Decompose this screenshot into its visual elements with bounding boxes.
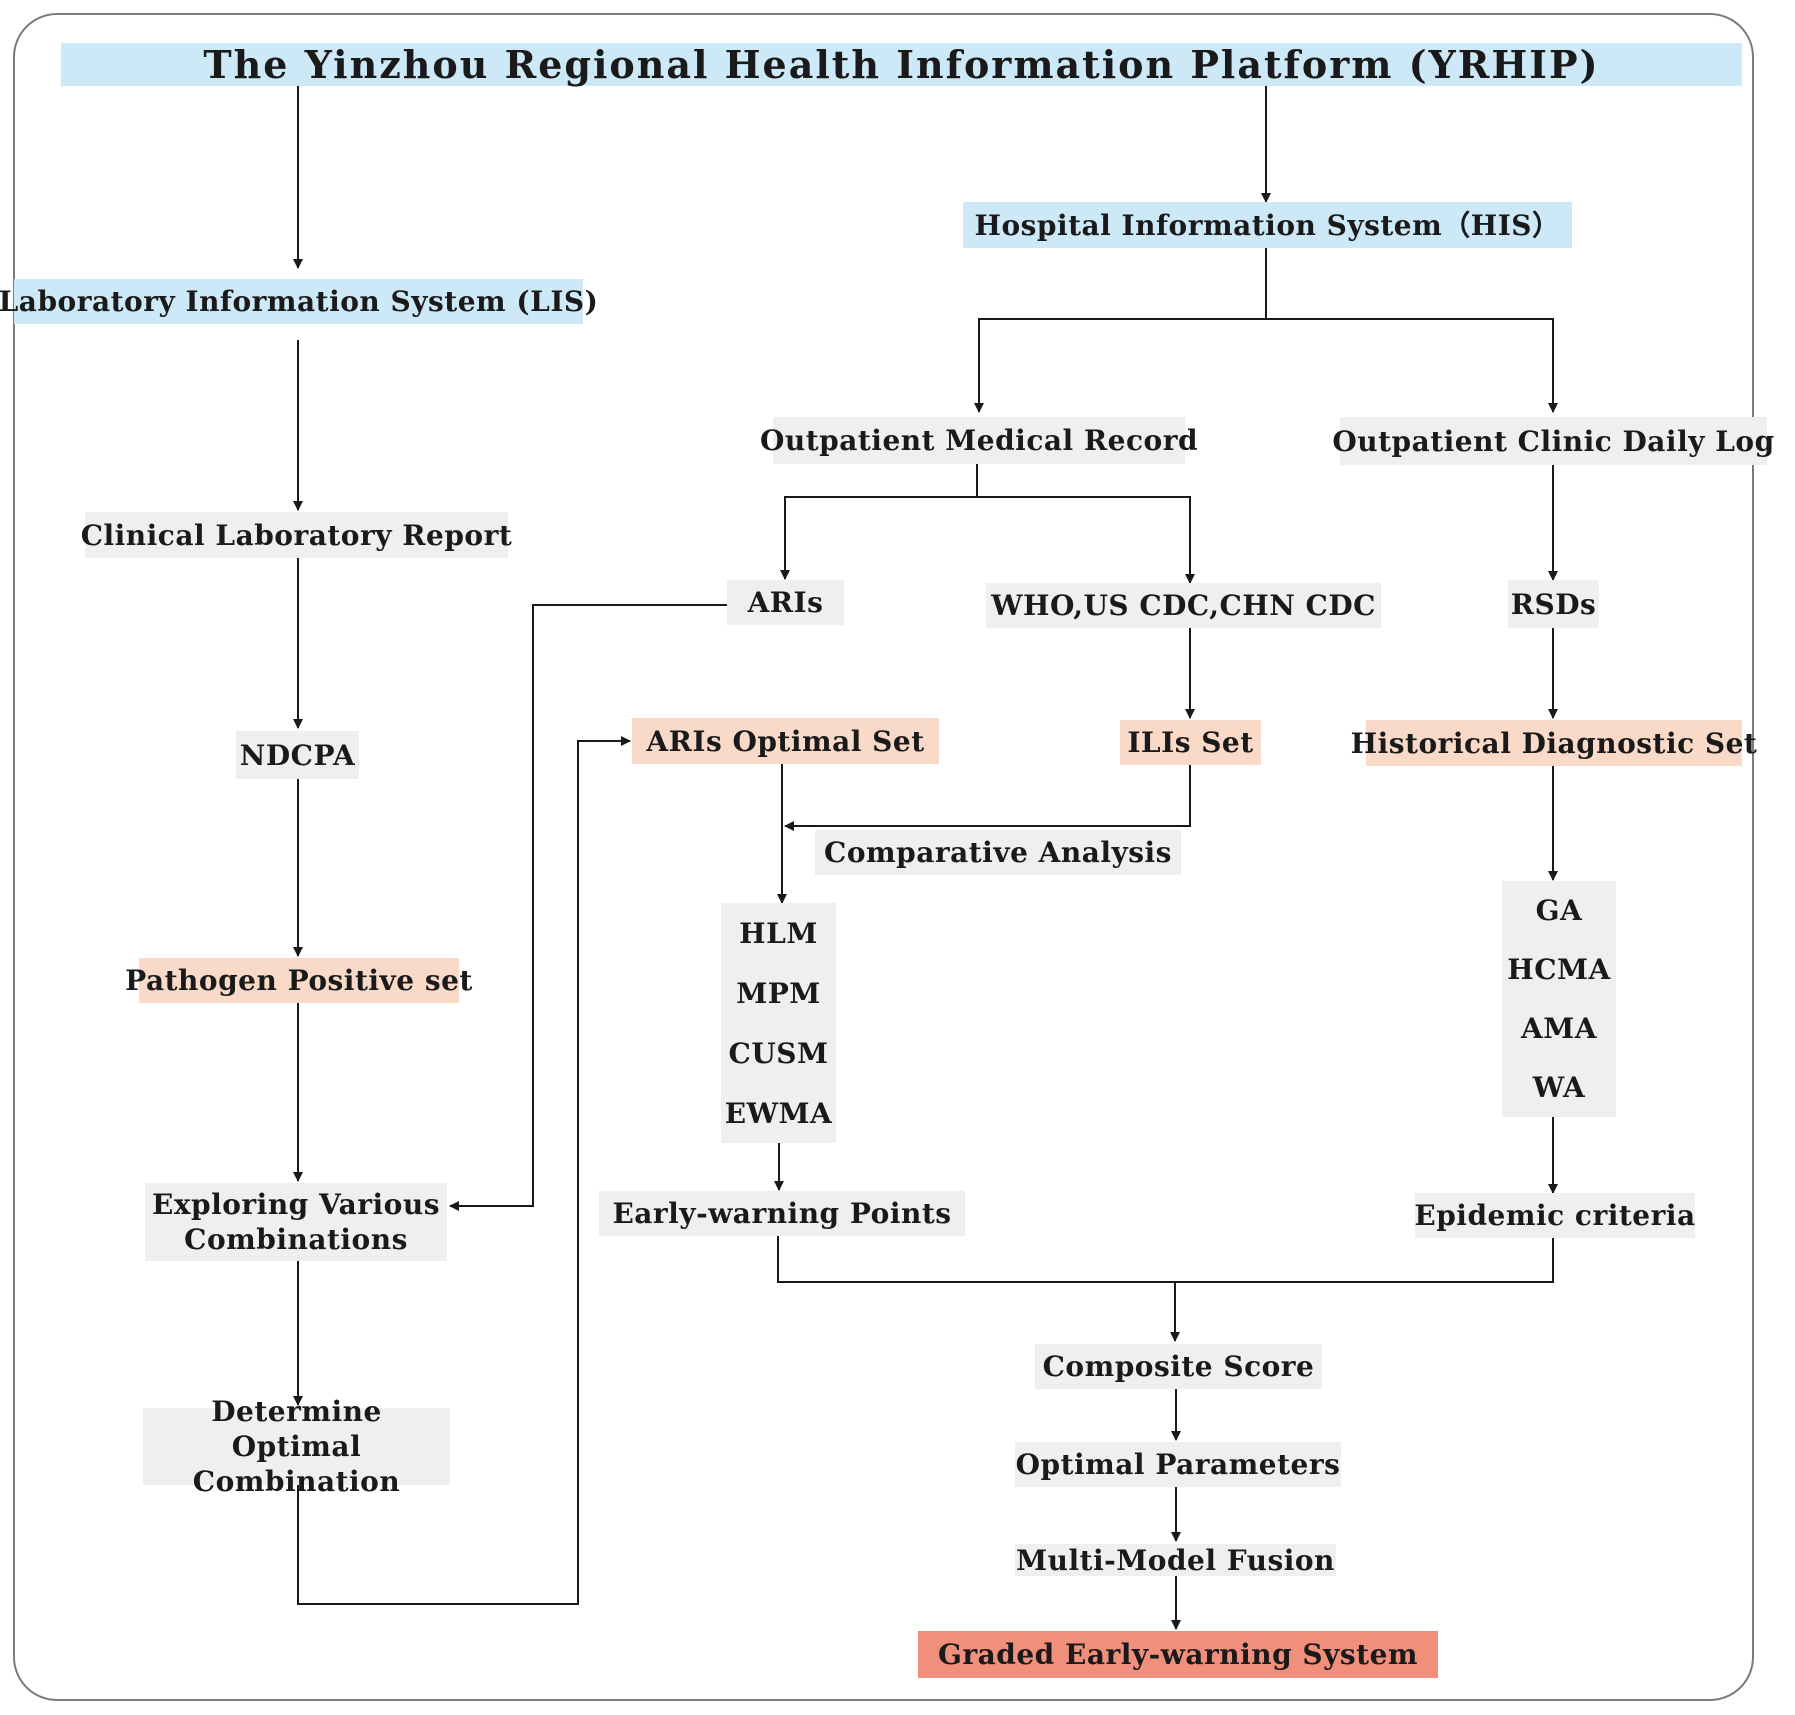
historical-diagnostic-set: Historical Diagnostic Set [1351, 720, 1757, 766]
platform-title: The Yinzhou Regional Health Information … [61, 42, 1742, 87]
model-hlm: HLM [739, 916, 818, 950]
determine-line-1: Determine Optimal [211, 1395, 382, 1463]
pathogen-positive-set: Pathogen Positive set [125, 958, 472, 1003]
ndcpa: NDCPA [236, 731, 359, 779]
model-ga: GA [1535, 894, 1583, 927]
aris: ARIs [727, 580, 844, 625]
models-left-list: HLM MPM CUSM EWMA [721, 903, 836, 1143]
arrow-determine-arisoptimal [297, 736, 631, 1605]
arrow-his-cliniclog [1266, 318, 1558, 413]
early-warning-points: Early-warning Points [599, 1191, 965, 1236]
rsds: RSDs [1508, 580, 1599, 628]
his-system: Hospital Information System（HIS） [963, 202, 1572, 248]
exploring-combinations: Exploring Various Combinations [145, 1183, 447, 1261]
model-wa: WA [1532, 1071, 1586, 1104]
arrow-outpatient-definitions [977, 496, 1195, 584]
line-earlypoints-merge [777, 1236, 1554, 1283]
determine-optimal-combination: Determine Optimal Combination [143, 1395, 450, 1498]
model-ama: AMA [1521, 1012, 1597, 1045]
diagram-frame [13, 13, 1754, 1701]
models-right-list: GA HCMA AMA WA [1502, 881, 1616, 1117]
arrow-ilis-comparative [784, 765, 1191, 831]
determine-line-2: Combination [192, 1465, 401, 1498]
clinical-lab-report: Clinical Laboratory Report [81, 512, 512, 558]
model-cusm: CUSM [728, 1036, 829, 1070]
lis-system: Laboratory Information System (LIS) [0, 279, 598, 324]
outpatient-medical-record: Outpatient Medical Record [760, 417, 1198, 464]
arrow-his-outpatient [974, 318, 1266, 413]
model-mpm: MPM [736, 976, 821, 1010]
arrow-aris-exploring [449, 604, 727, 1211]
epidemic-criteria: Epidemic criteria [1414, 1193, 1695, 1238]
case-definitions: WHO,US CDC,CHN CDC [986, 583, 1381, 628]
arrow-outpatient-aris [780, 496, 977, 580]
comparative-analysis: Comparative Analysis [815, 830, 1181, 875]
graded-early-warning-system: Graded Early-warning System [918, 1631, 1438, 1678]
multi-model-fusion: Multi-Model Fusion [1015, 1543, 1336, 1577]
exploring-line-1: Exploring Various [152, 1188, 440, 1221]
composite-score: Composite Score [1035, 1344, 1322, 1389]
optimal-parameters: Optimal Parameters [1015, 1442, 1341, 1487]
exploring-line-2: Combinations [184, 1223, 408, 1256]
model-ewma: EWMA [724, 1096, 833, 1130]
model-hcma: HCMA [1507, 953, 1611, 986]
outpatient-clinic-daily-log: Outpatient Clinic Daily Log [1332, 417, 1774, 465]
ilis-set: ILIs Set [1120, 720, 1261, 765]
aris-optimal-set: ARIs Optimal Set [632, 718, 939, 764]
